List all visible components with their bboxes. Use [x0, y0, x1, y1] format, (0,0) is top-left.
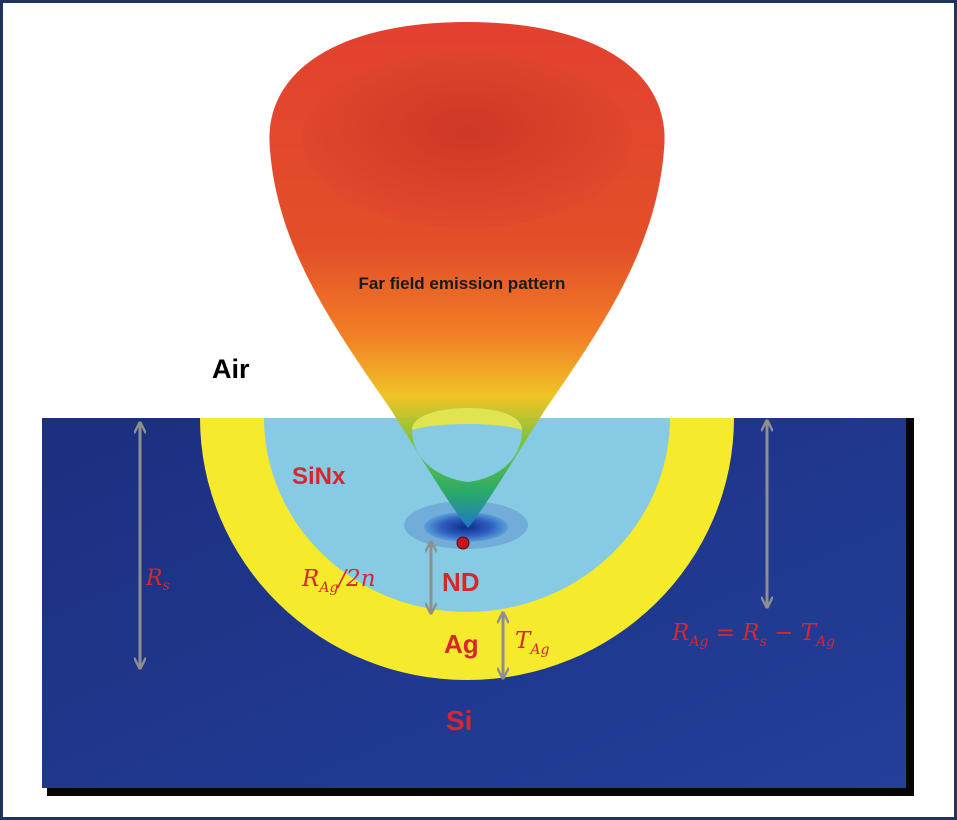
si-label: Si	[446, 705, 472, 736]
rag-over-2n-label: RAg/2n	[301, 566, 376, 596]
rag-equation-label: RAg = Rs − TAg	[671, 620, 835, 650]
nanodiamond-dot	[456, 536, 470, 550]
tag-label: TAg	[515, 628, 549, 658]
emission-lobe-hole-top	[412, 408, 522, 430]
sinx-label: SiNx	[292, 463, 346, 490]
rs-label: Rs	[145, 566, 170, 594]
nd-label: ND	[442, 567, 480, 597]
emission-lobe-rim	[302, 52, 632, 228]
air-label: Air	[212, 354, 250, 384]
emission-lobe-hole	[412, 408, 522, 482]
emitter-core	[424, 512, 508, 542]
emission-label: Far field emission pattern	[359, 274, 566, 293]
ag-label: Ag	[444, 629, 479, 659]
